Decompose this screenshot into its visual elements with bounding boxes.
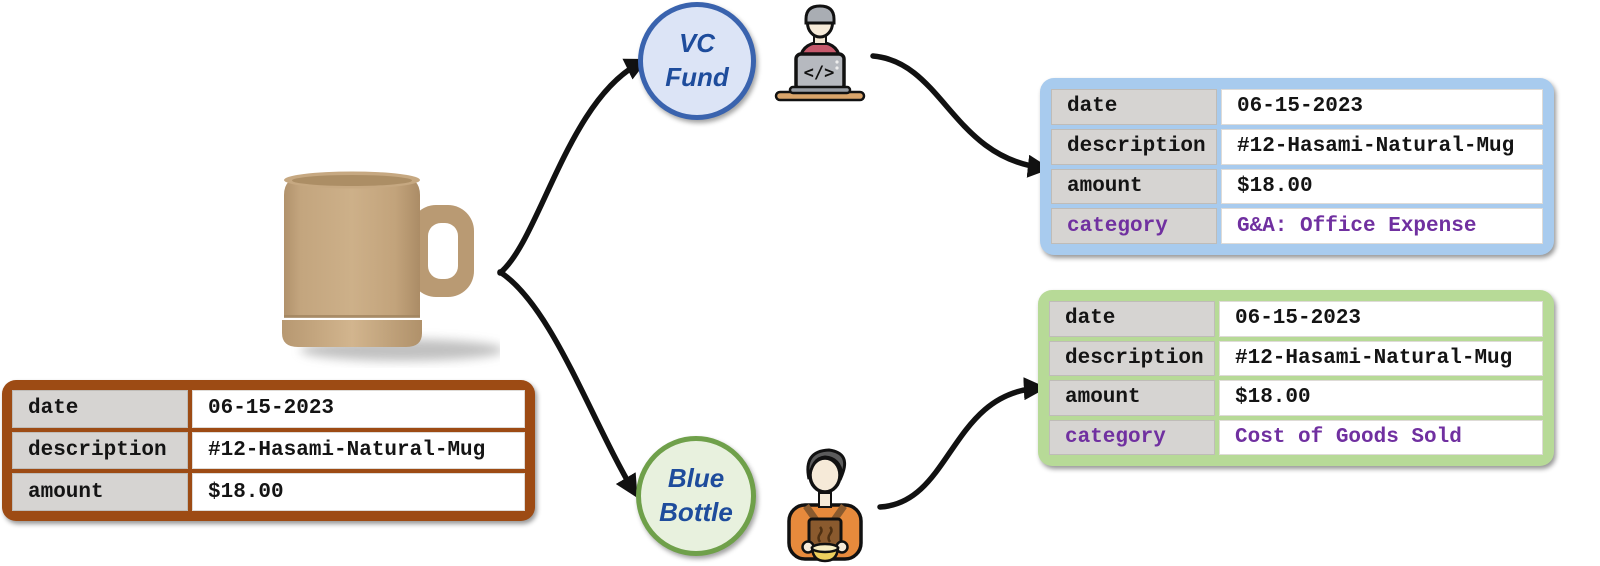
barista-with-coffee-icon (787, 448, 863, 563)
row-value: $18.00 (192, 473, 525, 512)
row-label: date (12, 390, 188, 428)
developer-at-laptop-icon: </> (774, 4, 866, 102)
table-row: date 06-15-2023 (12, 390, 525, 428)
hair (806, 448, 847, 481)
arrow-mug-to-blue-bottle (497, 269, 638, 498)
entity-name-line: Bottle (659, 497, 733, 527)
table-row: description #12-Hasami-Natural-Mug (12, 431, 525, 470)
laptop-base (788, 85, 852, 95)
row-label: date (1049, 301, 1215, 337)
row-label: category (1049, 419, 1215, 455)
row-value: #12-Hasami-Natural-Mug (1219, 340, 1543, 376)
entity-name-line: Blue (667, 463, 725, 494)
row-label: category (1051, 208, 1217, 244)
laptop-dot (835, 66, 839, 70)
row-label: description (12, 431, 188, 470)
steam-glyph (817, 526, 833, 543)
table-row-category: category G&A: Office Expense (1051, 208, 1543, 244)
row-value: #12-Hasami-Natural-Mug (1221, 128, 1543, 165)
arrow-mug-to-vc-fund (497, 58, 649, 276)
arrow-barista-to-coffee-table (877, 377, 1047, 510)
blue-bottle-entity-circle: Blue Bottle (636, 436, 756, 556)
mug-opening (292, 175, 412, 186)
mug-body (284, 176, 420, 317)
row-label: amount (1051, 168, 1217, 205)
row-value: 06-15-2023 (1221, 89, 1543, 125)
table-row: amount $18.00 (1051, 168, 1543, 205)
laptop-dot (835, 60, 839, 64)
mug-base (282, 320, 422, 347)
row-value: G&A: Office Expense (1221, 208, 1543, 244)
table-row: amount $18.00 (1049, 380, 1543, 416)
table-row-category: category Cost of Goods Sold (1049, 419, 1543, 455)
table-row: description #12-Hasami-Natural-Mug (1051, 128, 1543, 165)
row-value: 06-15-2023 (1219, 301, 1543, 337)
table-row: date 06-15-2023 (1051, 89, 1543, 125)
mug-groove (284, 315, 420, 318)
row-label: date (1051, 89, 1217, 125)
entity-name-line: VC (678, 28, 716, 59)
row-value: Cost of Goods Sold (1219, 419, 1543, 455)
vc-fund-transaction-table: date 06-15-2023 description #12-Hasami-N… (1040, 78, 1554, 255)
row-label: amount (12, 473, 188, 512)
row-value: 06-15-2023 (192, 390, 525, 428)
code-glyph: </> (804, 63, 835, 83)
row-label: amount (1049, 380, 1215, 416)
mug-handle-hole (428, 223, 458, 279)
entity-name-line: Fund (665, 62, 729, 92)
row-value: $18.00 (1221, 168, 1543, 205)
coffee-cup-rim (810, 542, 840, 554)
row-label: description (1051, 128, 1217, 165)
row-value: #12-Hasami-Natural-Mug (192, 431, 525, 470)
source-transaction-table: date 06-15-2023 description #12-Hasami-N… (2, 380, 535, 521)
cap (804, 4, 836, 25)
table-row: description #12-Hasami-Natural-Mug (1049, 340, 1543, 376)
blue-bottle-transaction-table: date 06-15-2023 description #12-Hasami-N… (1038, 290, 1554, 466)
arrow-developer-to-vc-table (870, 53, 1051, 178)
vc-fund-entity-circle: VC Fund (638, 2, 756, 120)
table-row: date 06-15-2023 (1049, 301, 1543, 337)
product-mug-image (282, 171, 500, 361)
row-value: $18.00 (1219, 380, 1543, 416)
neck (818, 492, 832, 508)
table-row: amount $18.00 (12, 473, 525, 512)
row-label: description (1049, 340, 1215, 376)
